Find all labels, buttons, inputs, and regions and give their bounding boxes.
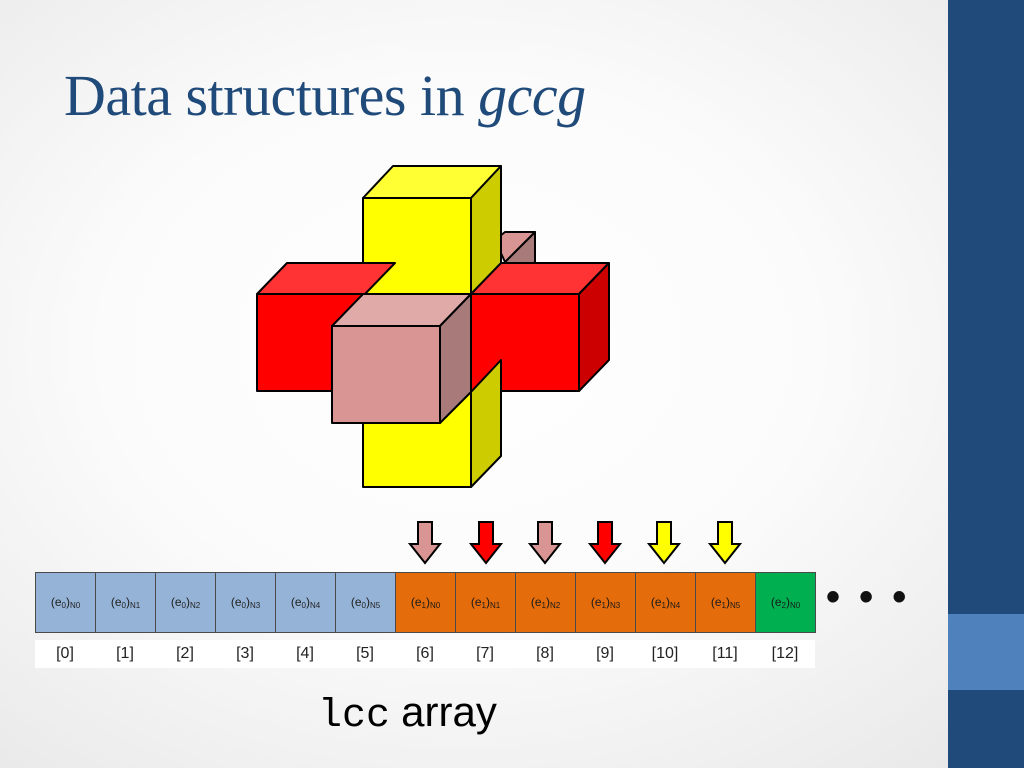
cell-neighbor-subscript: N0 — [789, 601, 801, 610]
array-cell-label: (e0)N5 — [350, 595, 381, 610]
array-cell-label: (e0)N4 — [290, 595, 321, 610]
cell-element-letter: e — [474, 595, 482, 609]
array-index-label: [6] — [416, 645, 434, 662]
front-neighbor-cube — [331, 293, 472, 424]
array-index-label: [3] — [236, 645, 254, 662]
title-main: Data structures in — [64, 63, 465, 128]
array-cell-label: (e1)N4 — [650, 595, 681, 610]
array-cell-label: (e0)N1 — [110, 595, 141, 610]
cell-element-subscript: 1 — [541, 601, 546, 610]
array-cell-label: (e1)N2 — [530, 595, 561, 610]
array-index-label: [1] — [116, 645, 134, 662]
cell-neighbor-subscript: N1 — [129, 601, 141, 610]
array-cell-label: (e0)N3 — [230, 595, 261, 610]
caption-text: array — [401, 688, 497, 735]
array-cell: (e1)N0 — [395, 572, 456, 633]
array-index-label: [11] — [712, 645, 738, 662]
cell-element-subscript: 0 — [181, 601, 186, 610]
array-cell: (e2)N0 — [755, 572, 816, 633]
element-neighbors-diagram — [256, 165, 610, 488]
arrow-down-icon — [588, 520, 622, 566]
array-cell-label: (e1)N3 — [590, 595, 621, 610]
array-cell-label: (e2)N0 — [770, 595, 801, 610]
array-caption: lcc array — [318, 688, 497, 739]
arrow-down-icon — [469, 520, 503, 566]
array-cell: (e0)N2 — [155, 572, 216, 633]
cell-element-subscript: 0 — [121, 601, 126, 610]
array-cell: (e0)N3 — [215, 572, 276, 633]
array-index-label: [2] — [176, 645, 194, 662]
top-neighbor-cube — [362, 165, 502, 297]
arrow-down-icon — [528, 520, 562, 566]
array-cell-label: (e1)N1 — [470, 595, 501, 610]
cell-element-letter: e — [654, 595, 662, 609]
lcc-array-indices: [0] [1] [2] [3] [4] [5] [6] [7] [8] [9] [10] [11] [1… — [35, 640, 815, 668]
slide-side-accent — [948, 614, 1024, 690]
array-cell-label: (e1)N0 — [410, 595, 441, 610]
cell-element-subscript: 0 — [361, 601, 366, 610]
arrow-down-icon — [647, 520, 681, 566]
arrow-down-icon — [708, 520, 742, 566]
right-neighbor-cube — [470, 262, 610, 392]
cell-element-letter: e — [534, 595, 542, 609]
array-cell-label: (e0)N2 — [170, 595, 201, 610]
array-cell: (e0)N5 — [335, 572, 396, 633]
cell-element-letter: e — [354, 595, 362, 609]
cell-element-subscript: 1 — [481, 601, 486, 610]
cell-neighbor-subscript: N0 — [429, 601, 441, 610]
array-cell: (e1)N3 — [575, 572, 636, 633]
cell-element-letter: e — [294, 595, 302, 609]
array-index-label: [0] — [56, 645, 74, 662]
cell-neighbor-subscript: N5 — [369, 601, 381, 610]
array-cell: (e1)N4 — [635, 572, 696, 633]
arrow-down-icon — [408, 520, 442, 566]
array-index-label: [5] — [356, 645, 374, 662]
array-index-label: [10] — [651, 645, 679, 662]
cell-element-letter: e — [174, 595, 182, 609]
array-cell: (e1)N1 — [455, 572, 516, 633]
cell-element-subscript: 2 — [781, 601, 786, 610]
array-index-label: [9] — [596, 645, 614, 662]
cell-element-subscript: 0 — [301, 601, 306, 610]
array-index-label: [12] — [771, 645, 799, 662]
array-cell: (e1)N5 — [695, 572, 756, 633]
cell-element-subscript: 1 — [421, 601, 426, 610]
cell-element-letter: e — [234, 595, 242, 609]
cell-element-letter: e — [774, 595, 782, 609]
cell-neighbor-subscript: N3 — [609, 601, 621, 610]
array-index-label: [8] — [536, 645, 554, 662]
title-italic: gccg — [478, 63, 586, 128]
neighbor-arrows — [0, 520, 948, 570]
array-ellipsis: • • • — [826, 575, 911, 619]
array-cell: (e1)N2 — [515, 572, 576, 633]
cell-neighbor-subscript: N5 — [729, 601, 741, 610]
slide-title: Data structures in gccg — [64, 62, 586, 129]
caption-code: lcc — [318, 694, 391, 739]
cell-element-subscript: 0 — [61, 601, 66, 610]
array-cell-label: (e0)N0 — [50, 595, 81, 610]
cell-element-letter: e — [414, 595, 422, 609]
array-cell: (e0)N0 — [35, 572, 96, 633]
cell-element-letter: e — [114, 595, 122, 609]
cell-neighbor-subscript: N0 — [69, 601, 81, 610]
array-index-label: [7] — [476, 645, 494, 662]
cell-neighbor-subscript: N2 — [189, 601, 201, 610]
cell-neighbor-subscript: N3 — [249, 601, 261, 610]
cell-element-subscript: 1 — [601, 601, 606, 610]
cell-element-subscript: 1 — [721, 601, 726, 610]
array-cell: (e0)N4 — [275, 572, 336, 633]
lcc-array-cells: (e0)N0 (e0)N1 (e0)N2 (e0)N3 (e0)N4 (e0)N5 (e1)… — [35, 572, 816, 633]
cell-element-letter: e — [54, 595, 62, 609]
cell-element-letter: e — [714, 595, 722, 609]
array-cell: (e0)N1 — [95, 572, 156, 633]
cell-neighbor-subscript: N1 — [489, 601, 501, 610]
cell-element-letter: e — [594, 595, 602, 609]
array-index-label: [4] — [296, 645, 314, 662]
cell-neighbor-subscript: N2 — [549, 601, 561, 610]
cell-neighbor-subscript: N4 — [309, 601, 321, 610]
cell-neighbor-subscript: N4 — [669, 601, 681, 610]
array-cell-label: (e1)N5 — [710, 595, 741, 610]
cell-element-subscript: 0 — [241, 601, 246, 610]
cell-element-subscript: 1 — [661, 601, 666, 610]
